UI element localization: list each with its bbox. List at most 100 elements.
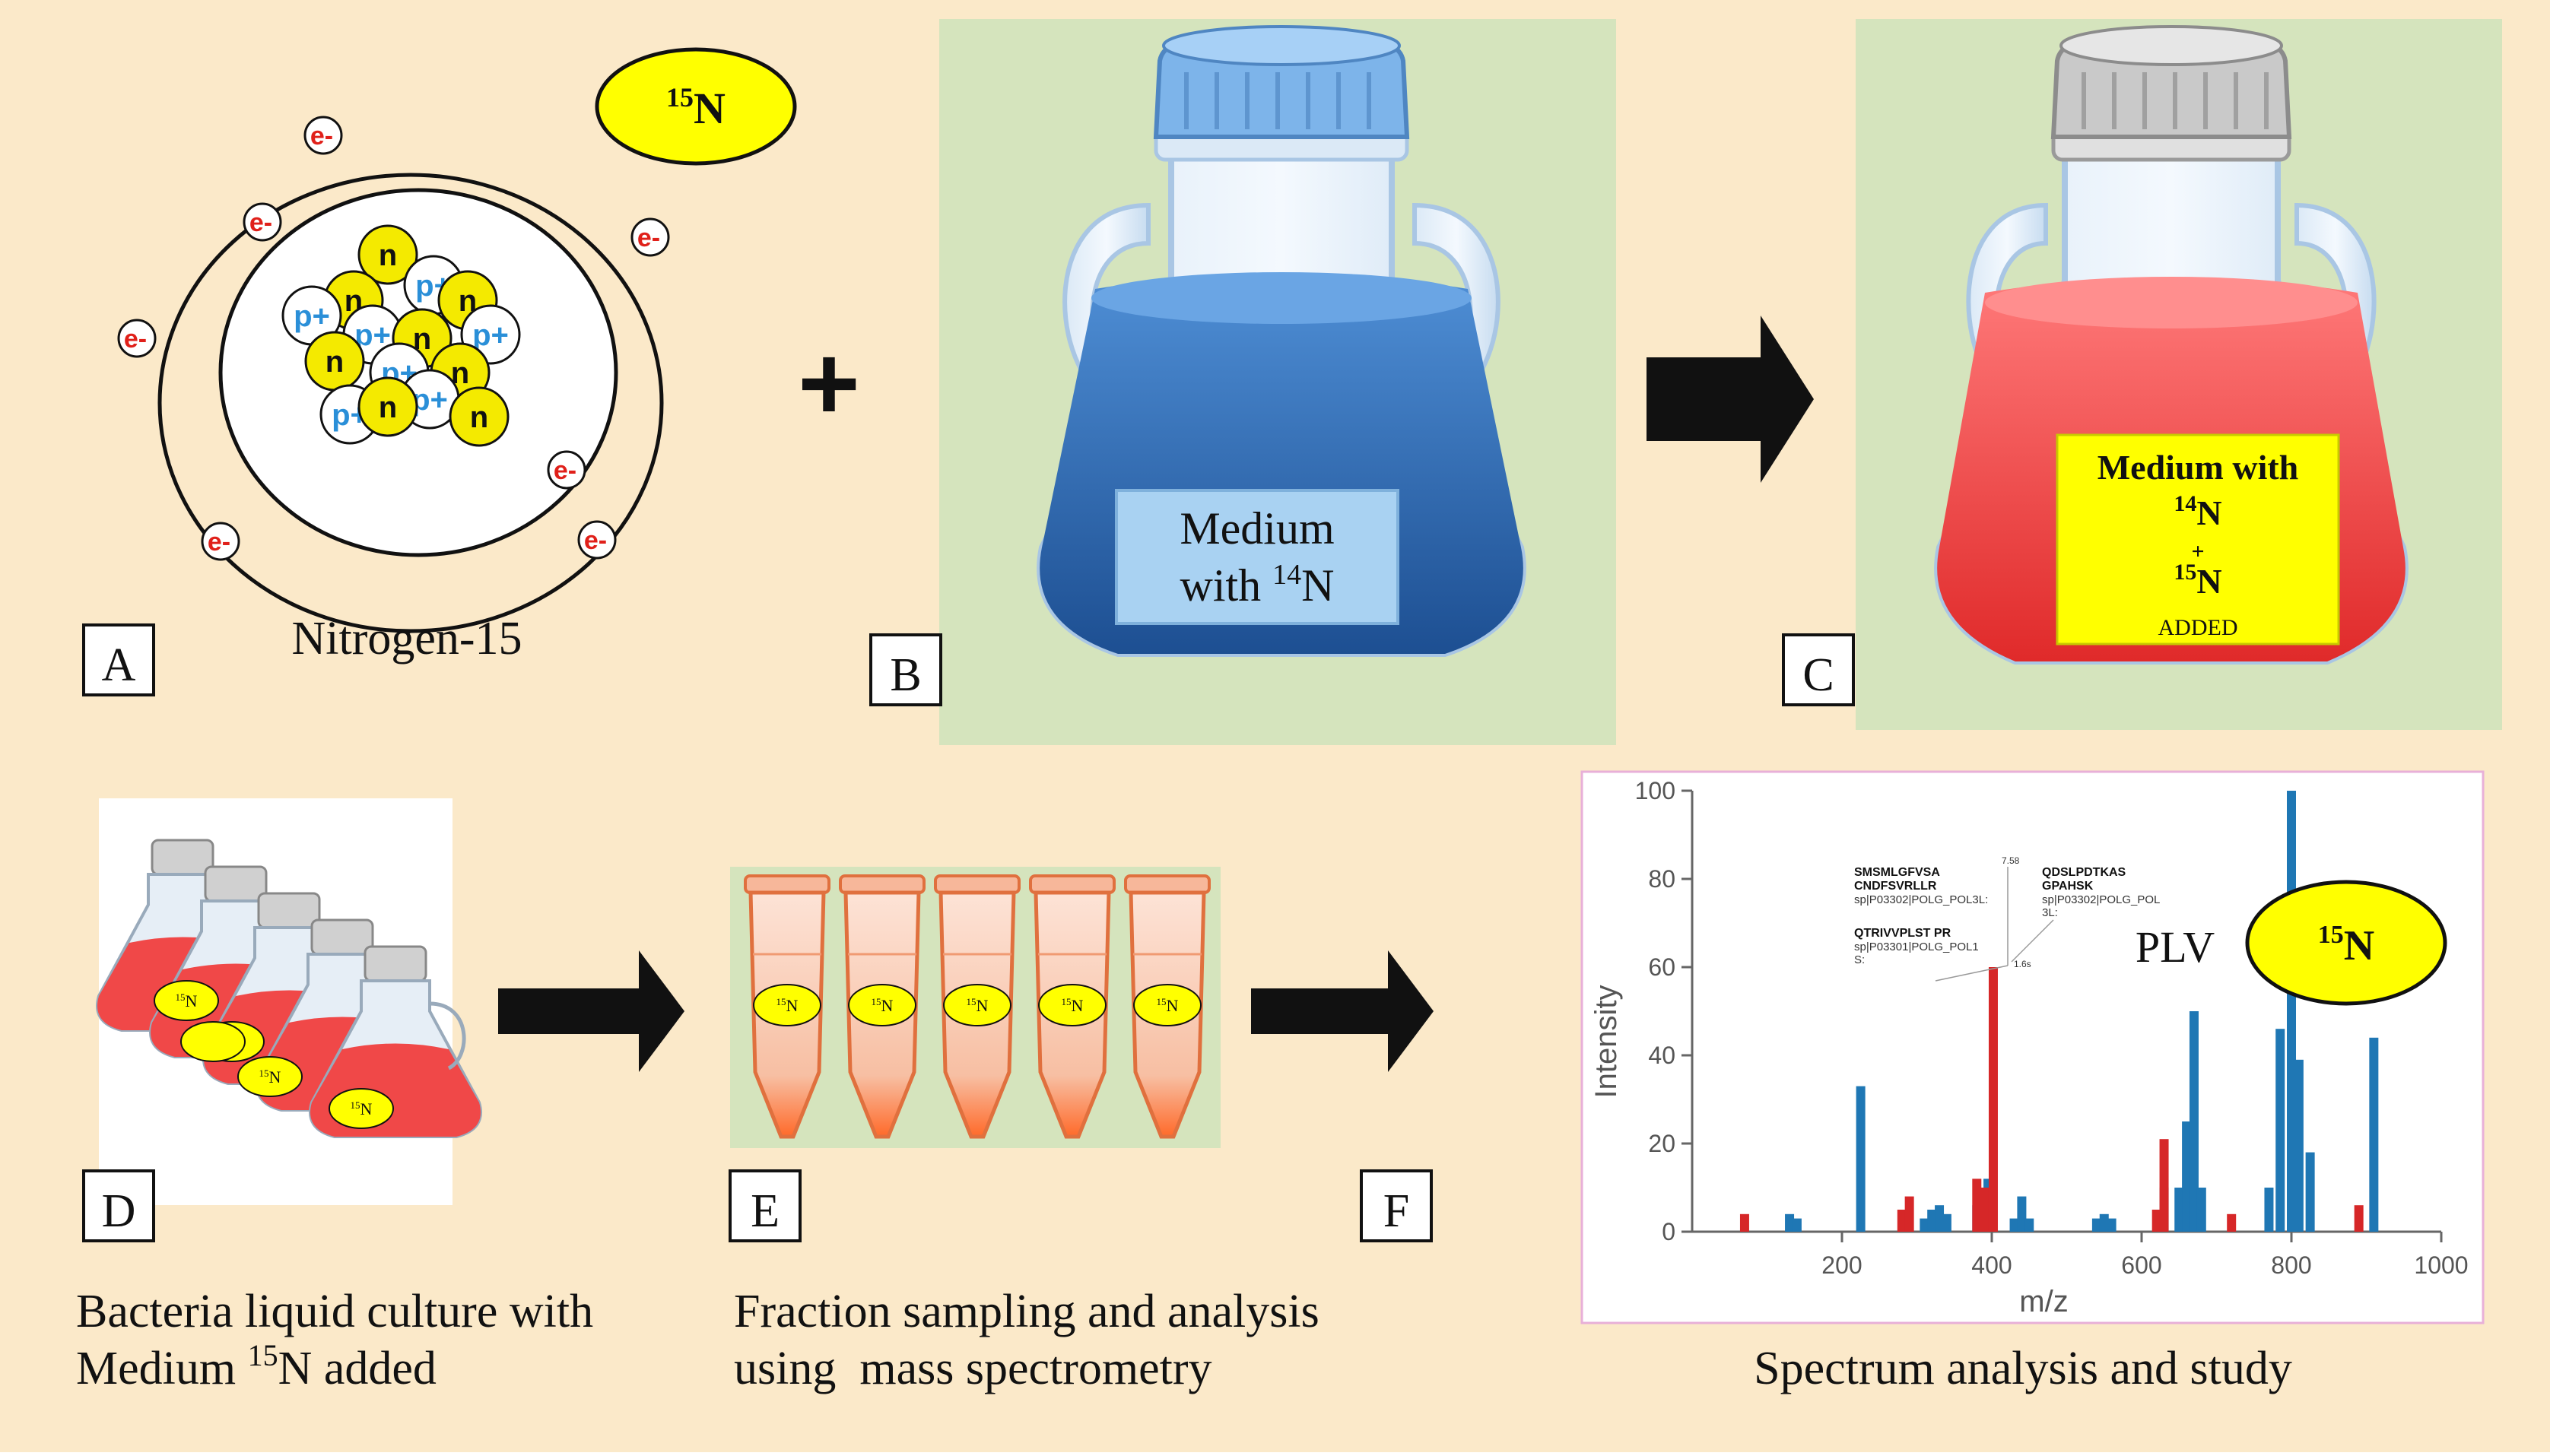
spectrum-bar-red: [1904, 1196, 1914, 1232]
spectrum-bar-blue: [1920, 1218, 1929, 1232]
panel-letter-a-box: [82, 623, 155, 696]
electron-label: e-: [249, 208, 272, 237]
caption-e-line1: Fraction sampling and analysis: [734, 1286, 1319, 1337]
peptide-id: S:: [1854, 953, 1865, 966]
mini-badge-15n: [180, 1021, 246, 1062]
electron-label: e-: [208, 528, 230, 557]
outer-electron-shell: [157, 173, 664, 633]
spectrum-bar-blue: [2099, 1213, 2109, 1232]
tube-badge-15n: [848, 984, 916, 1026]
spectrum-bar-red: [1897, 1210, 1907, 1232]
spectrum-background: [1580, 770, 2485, 1324]
panel-b: Medium with 14N: [939, 19, 1616, 745]
medium-15n-14n: 14N: [2174, 491, 2221, 532]
medium-14n-label-box: [1115, 489, 1399, 625]
electron: [117, 319, 157, 358]
tube-badge-15n: [753, 984, 821, 1026]
neutron-label: n: [325, 345, 344, 379]
tube-badge-15n: [1038, 984, 1107, 1026]
panel-letter-a: A: [102, 639, 136, 691]
arrow-b-to-c: [1647, 316, 1814, 483]
tube-badge-15n-text: 15N: [872, 996, 894, 1015]
y-tick-label: 60: [1648, 953, 1675, 981]
electron-label: e-: [637, 224, 660, 252]
tube-badge-15n-text: 15N: [776, 996, 799, 1015]
x-axis-label: m/z: [2019, 1285, 2068, 1318]
spectrum-bar-red: [1739, 1213, 1749, 1232]
spectrum-bar-blue: [2017, 1196, 2027, 1232]
y-tick-label: 0: [1662, 1218, 1675, 1245]
spectrum-bar-blue: [1792, 1218, 1802, 1232]
electron-label: e-: [124, 325, 147, 354]
electron: [201, 522, 240, 561]
badge-15n-atom: 15N: [595, 47, 797, 166]
spectrum-bar-red: [1980, 1188, 1990, 1232]
peptide-id: sp|P03302|POLG_POL3L:: [1854, 893, 1988, 906]
panel-letter-e-box: [729, 1169, 802, 1242]
badge-15n-text: 15N: [666, 82, 726, 133]
tube-badge-15n-text: 15N: [967, 996, 989, 1015]
medium-15n-added: ADDED: [2158, 615, 2238, 640]
spectrum-bar-blue: [2305, 1152, 2315, 1232]
peptide-sequence: QTRIVVPLST PR: [1854, 927, 1951, 940]
x-tick-label: 400: [1971, 1251, 2012, 1279]
medium-14n-line1: Medium: [1180, 503, 1334, 554]
neutron: [357, 376, 418, 437]
x-tick-label: 1000: [2414, 1251, 2468, 1279]
medium-15n-plus: +: [2191, 539, 2204, 564]
spectrum-bar-red: [1972, 1178, 1982, 1232]
plus-sign: +: [798, 323, 860, 443]
neutron-label: n: [470, 401, 488, 434]
peptide-sequence: QDSLPDTKAS: [2042, 866, 2126, 879]
spectrum-bar-blue: [1935, 1205, 1945, 1232]
electron: [630, 217, 670, 257]
panel-c: Medium with 14N + 15N ADDED: [1856, 19, 2502, 730]
spectrum-bar-blue: [2009, 1218, 2019, 1232]
spectrum-bar-blue: [1927, 1210, 1937, 1232]
label-plv: PLV: [2136, 922, 2215, 972]
panel-letter-b-box: [869, 633, 942, 706]
electron: [547, 450, 586, 490]
neutron: [449, 386, 510, 447]
spectrum-bar-blue: [2196, 1188, 2206, 1232]
badge-15n-spectrum: 15N: [2245, 880, 2447, 1006]
medium-14n-line2: with 14N: [1180, 559, 1334, 611]
mini-badge-15n: [154, 980, 219, 1021]
x-tick-label: 800: [2271, 1251, 2311, 1279]
neutron-label: n: [379, 239, 397, 272]
mini-badge-15n-text: 15N: [351, 1099, 373, 1118]
spectrum-bar-blue: [2024, 1218, 2034, 1232]
spectrum-bar-blue: [2369, 1037, 2379, 1232]
peptide-annotations: SMSMLGFVSACNDFSVRLLRsp|P03302|POLG_POL3L…: [1854, 855, 2160, 982]
spectrum-bar-blue: [2275, 1029, 2285, 1232]
medium-15n-15n: 15N: [2174, 560, 2221, 601]
spectrum-bar-blue: [2189, 1011, 2199, 1232]
sample-tube: 15N: [1029, 874, 1116, 1139]
x-tick-label: 200: [1821, 1251, 1862, 1279]
spectrum-bar-red: [2354, 1205, 2364, 1232]
spectrum-bar-red: [2159, 1139, 2169, 1232]
mini-badge-15n: [237, 1056, 303, 1097]
mini-badge-15n-text: 15N: [176, 991, 198, 1010]
panel-letter-f: F: [1383, 1185, 1409, 1237]
sample-tube: 15N: [744, 874, 830, 1139]
mini-badge-15n: [329, 1088, 394, 1129]
electron: [303, 116, 343, 155]
peak-note-side: 1.6s: [2014, 959, 2031, 969]
panel-letter-c: C: [1802, 649, 1834, 701]
badge-15n-spectrum-text: 15N: [2318, 921, 2374, 969]
mini-badge-15n-text: 15N: [259, 1067, 281, 1086]
electron-label: e-: [584, 526, 607, 555]
spectrum-bar-blue: [2182, 1121, 2192, 1232]
spectrum-bar-red: [1988, 967, 1998, 1232]
caption-e-line2: using mass spectrometry: [734, 1343, 1212, 1394]
y-tick-label: 40: [1648, 1042, 1675, 1069]
sample-tube: 15N: [839, 874, 926, 1139]
